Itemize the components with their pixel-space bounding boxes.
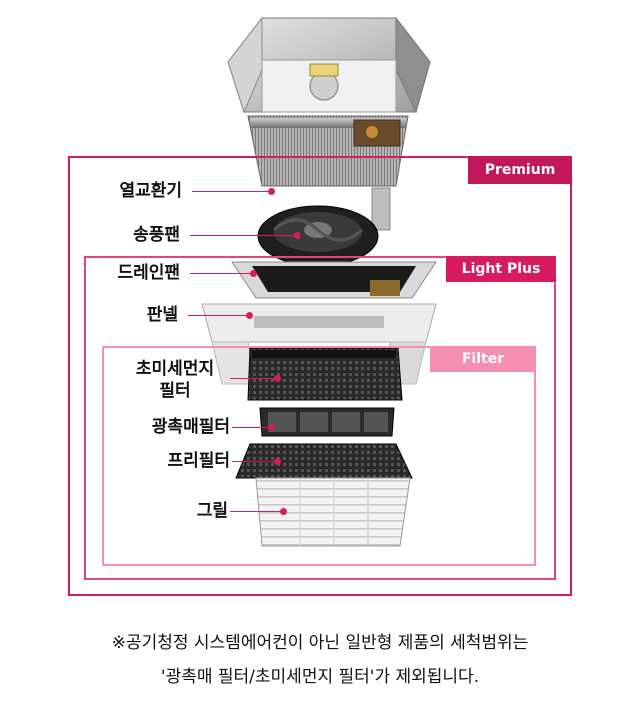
blower-fan-graphic [257,187,391,267]
photocatalyst-filter-label: 광촉매필터 [151,417,230,437]
grille-label: 그릴 [196,501,228,521]
drain-pan-leader [190,273,252,274]
ultrafine-dust-filter-label-line1: 초미세먼지 [135,359,215,379]
ultrafine-dust-filter-dot [274,375,281,382]
heat-exchanger-label: 열교환기 [119,181,182,201]
ultrafine-dust-filter-leader [230,378,276,379]
pre-filter-dot [274,458,281,465]
panel-dot [246,312,253,319]
drain-pan-label: 드레인팬 [117,263,180,283]
blower-fan-leader [190,235,296,236]
footnote-line-2: '광촉매 필터/초미세먼지 필터'가 제외됩니다. [160,667,480,687]
panel-leader [188,315,248,316]
ultrafine-dust-filter-graphic [247,347,403,401]
light-plus-tier-tag: Light Plus [446,256,556,282]
grille-graphic [255,477,411,547]
pre-filter-label: 프리필터 [167,451,230,471]
drain-pan-dot [250,270,257,277]
heat-exchanger-dot [268,188,275,195]
drain-pan-graphic [231,261,437,299]
premium-tier-frame [68,156,572,596]
premium-tier-tag: Premium [468,156,572,184]
grille-leader [230,511,282,512]
pre-filter-graphic [235,443,413,479]
pre-filter-leader [232,461,276,462]
footnote-line-1: ※공기청정 시스템에어컨이 아닌 일반형 제품의 세척범위는 [111,633,529,653]
panel-graphic [201,303,437,385]
heat-exchanger-leader [192,191,270,192]
photocatalyst-filter-dot [268,424,275,431]
heat-exchanger-graphic [247,115,409,187]
light-plus-tier-frame [84,256,556,580]
grille-dot [280,508,287,515]
ultrafine-dust-filter-label-line2: 필터 [159,381,191,401]
blower-fan-dot [294,232,301,239]
panel-label: 판넬 [146,305,178,325]
filter-tier-frame [102,346,536,566]
filter-tier-tag: Filter [430,346,536,372]
ultrafine-dust-filter-label: 초미세먼지 필터 [120,358,230,402]
top-casing [227,16,431,114]
photocatalyst-filter-graphic [259,407,395,437]
blower-fan-label: 송풍팬 [133,225,180,245]
photocatalyst-filter-leader [232,427,270,428]
